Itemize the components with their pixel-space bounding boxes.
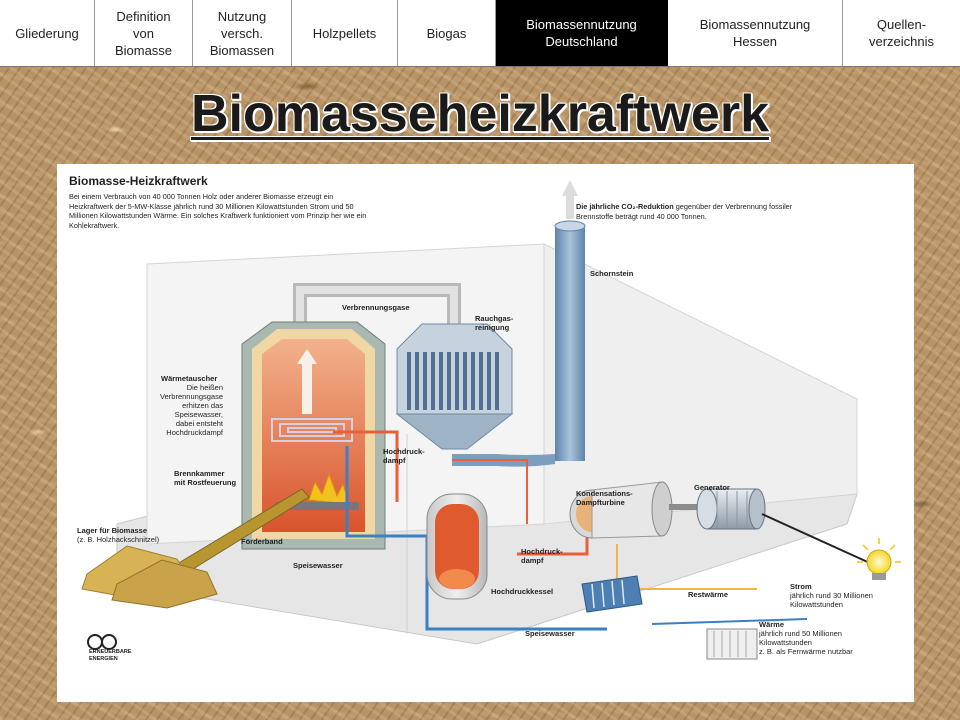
waermetauscher-line-4: Speisewasser, xyxy=(175,410,223,419)
label-strom-title: Strom xyxy=(790,582,812,591)
label-waerme-line-3: z. B. als Fernwärme nutzbar xyxy=(759,647,853,656)
label-brennkammer-2: mit Rostfeuerung xyxy=(174,478,237,487)
light-bulb-icon xyxy=(857,538,901,580)
waermetauscher-line-6: Hochdruckdampf xyxy=(166,428,224,437)
radiator-icon xyxy=(706,628,758,660)
co2-reduction-text: gegenüber der Verbrennung fossiler Brenn… xyxy=(576,202,793,221)
co2-reduction-note: Die jährliche CO₂-Reduktion gegenüber de… xyxy=(576,202,811,221)
label-lager-2: (z. B. Holzhackschnitzel) xyxy=(77,535,160,544)
generator xyxy=(696,488,766,530)
waermetauscher-line-3: erhitzen das xyxy=(182,401,223,410)
waermetauscher-line-5: dabei entsteht xyxy=(176,419,224,428)
power-line xyxy=(761,513,873,565)
label-schornstein: Schornstein xyxy=(590,269,634,278)
tab-gliederung[interactable]: Gliederung xyxy=(0,0,95,66)
power-plant-illustration: Schornstein Verbrennungsgase Rauchgas- r… xyxy=(77,180,901,660)
tab-holzpellets[interactable]: Holzpellets xyxy=(292,0,398,66)
label-restwaerme: Restwärme xyxy=(688,590,728,599)
label-strom-line-1: jährlich rund 30 Millionen xyxy=(789,591,873,600)
steam-line-chimney xyxy=(452,459,528,524)
top-navigation: Gliederung Definition von Biomasse Nutzu… xyxy=(0,0,960,67)
tab-nutzung-verschiedener-biomassen[interactable]: Nutzung versch. Biomassen xyxy=(193,0,292,66)
diagram-title: Biomasse-Heizkraftwerk xyxy=(69,174,208,188)
label-hochdruckdampf-2b: dampf xyxy=(521,556,544,565)
renewable-energy-logo xyxy=(87,634,117,650)
label-waerme-line-2: Kilowattstunden xyxy=(759,638,812,647)
label-waerme-line-1: jährlich rund 50 Millionen xyxy=(758,629,842,638)
label-waermetauscher: Wärmetauscher xyxy=(161,374,217,383)
label-hochdruckdampf-2a: Hochdruck- xyxy=(521,547,563,556)
flue-gas-cleaning-unit xyxy=(395,323,514,450)
waermetauscher-line-2: Verbrennungsgase xyxy=(160,392,223,401)
biomass-fuel-pile xyxy=(81,545,218,609)
label-hochdruckkessel: Hochdruckkessel xyxy=(491,587,553,596)
label-rauchgasreinigung-2: reinigung xyxy=(475,323,510,332)
condensing-steam-turbine xyxy=(569,481,707,539)
back-wall-right xyxy=(543,243,858,525)
district-heat-exchanger xyxy=(581,575,643,613)
label-hochdruckdampf-1b: dampf xyxy=(383,456,406,465)
co2-reduction-heading: Die jährliche CO₂-Reduktion xyxy=(576,202,674,211)
boiler xyxy=(241,321,386,550)
tab-biomassennutzung-deutschland[interactable]: Biomassennutzung Deutschland xyxy=(496,0,668,66)
diagram-description: Bei einem Verbrauch von 40 000 Tonnen Ho… xyxy=(69,192,367,230)
tab-biogas[interactable]: Biogas xyxy=(398,0,496,66)
tab-definition-von-biomasse[interactable]: Definition von Biomasse xyxy=(95,0,193,66)
label-speisewasser-1: Speisewasser xyxy=(293,561,343,570)
label-generator: Generator xyxy=(694,483,730,492)
label-brennkammer-1: Brennkammer xyxy=(174,469,225,478)
renewable-energy-logo-text: ERNEUERBARE ENERGIEN xyxy=(89,649,132,662)
tab-quellenverzeichnis[interactable]: Quellen- verzeichnis xyxy=(843,0,960,66)
label-verbrennungsgase: Verbrennungsgase xyxy=(342,303,410,312)
label-lager-1: Lager für Biomasse xyxy=(77,526,147,535)
label-rauchgasreinigung-1: Rauchgas- xyxy=(475,314,514,323)
label-hochdruckdampf-1a: Hochdruck- xyxy=(383,447,425,456)
label-kondensation-2: Dampfturbine xyxy=(576,498,625,507)
label-speisewasser-2: Speisewasser xyxy=(525,629,575,638)
high-pressure-boiler xyxy=(426,493,488,600)
label-strom-line-2: Kilowattstunden xyxy=(790,600,843,609)
label-kondensation-1: Kondensations- xyxy=(576,489,633,498)
waermetauscher-line-1: Die heißen xyxy=(187,383,223,392)
tab-biomassennutzung-hessen[interactable]: Biomassennutzung Hessen xyxy=(668,0,843,66)
label-waerme-title: Wärme xyxy=(759,620,784,629)
high-pressure-steam-pipe-1 xyxy=(333,430,399,502)
label-foerderband: Förderband xyxy=(241,537,283,546)
power-plant-diagram: Schornstein Verbrennungsgase Rauchgas- r… xyxy=(57,164,914,702)
page-title: Biomasseheizkraftwerk xyxy=(190,85,770,143)
feedwater-pipe-2 xyxy=(651,618,808,625)
diagram-intro: Biomasse-Heizkraftwerk Bei einem Verbrau… xyxy=(69,174,369,230)
